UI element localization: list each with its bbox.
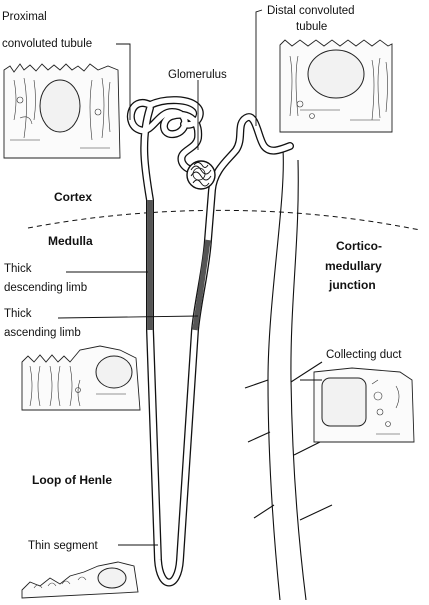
leader-lines xyxy=(57,9,322,546)
label-thick-descending-2: descending limb xyxy=(4,282,87,294)
thick-ascending-segment xyxy=(192,239,211,331)
proximal-tubule-cells xyxy=(3,63,121,159)
cortex-medulla-boundary xyxy=(27,209,421,231)
label-cortex: Cortex xyxy=(54,190,92,204)
label-medulla: Medulla xyxy=(48,234,93,248)
label-proximal-1: Proximal xyxy=(2,11,47,23)
thick-segments xyxy=(147,200,211,331)
label-corticomedullary-1: Cortico- xyxy=(336,239,382,253)
label-corticomedullary-2: medullary xyxy=(325,259,382,273)
thin-segment-cells xyxy=(21,561,139,599)
label-thick-descending-1: Thick xyxy=(4,263,32,275)
label-thick-ascending-2: ascending limb xyxy=(4,327,81,339)
collecting-duct-cell xyxy=(313,367,415,443)
label-thick-ascending-1: Thick xyxy=(4,308,32,320)
label-corticomedullary-3: junction xyxy=(328,278,376,292)
label-collecting-duct: Collecting duct xyxy=(326,349,402,361)
label-proximal-2: convoluted tubule xyxy=(2,38,92,50)
thick-limb-cells xyxy=(21,345,141,411)
label-glomerulus: Glomerulus xyxy=(168,69,227,81)
label-distal-1: Distal convoluted xyxy=(267,5,355,17)
label-distal-2: tubule xyxy=(296,21,327,33)
label-thin-segment: Thin segment xyxy=(28,540,98,552)
glomerulus xyxy=(186,160,216,190)
label-loop-of-henle: Loop of Henle xyxy=(32,473,112,487)
collecting-duct xyxy=(244,149,333,601)
distal-tubule-cells xyxy=(279,39,393,133)
